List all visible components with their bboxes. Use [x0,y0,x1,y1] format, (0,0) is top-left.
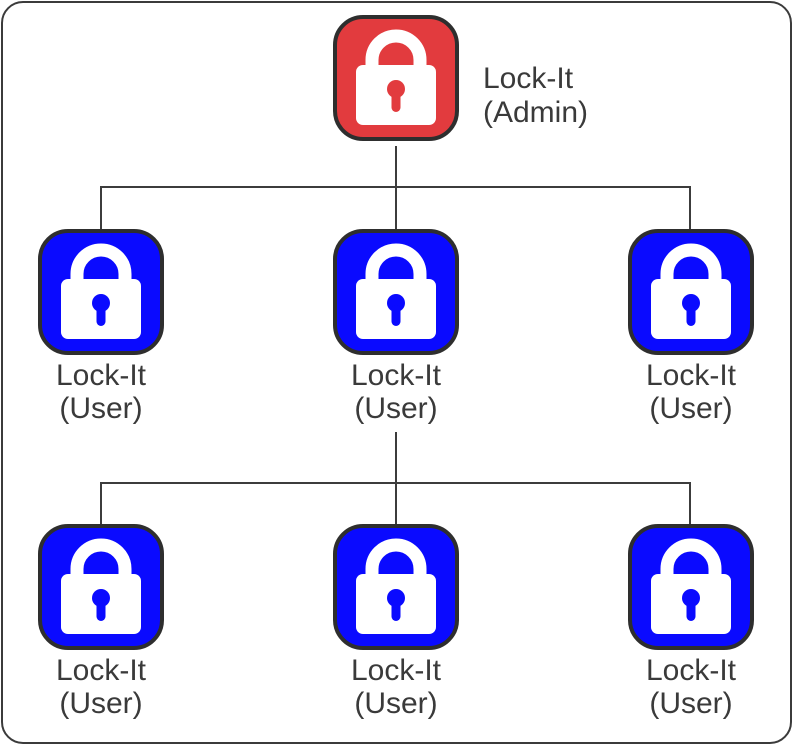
lock-icon [333,524,459,650]
node-role: (User) [649,687,733,720]
node-name: Lock-It [645,654,737,687]
node-role: (User) [354,687,438,720]
connector-row2-drop-left [100,187,102,229]
lock-icon [333,15,459,141]
node-user-6-label: Lock-It (User) [601,654,781,720]
node-role: (User) [59,392,143,425]
node-user-5 [332,523,460,651]
node-user-3-label: Lock-It (User) [601,359,781,425]
node-user-2 [332,228,460,356]
connector-row3-drop-center [395,483,397,524]
node-name: Lock-It [483,62,574,95]
lock-icon [333,229,459,355]
connector-user2-stem [395,432,397,483]
node-role: (User) [59,687,143,720]
lock-icon [38,524,164,650]
node-user-2-label: Lock-It (User) [306,359,486,425]
node-user-4 [37,523,165,651]
node-role: (User) [649,392,733,425]
node-user-1 [37,228,165,356]
lock-icon [38,229,164,355]
node-user-5-label: Lock-It (User) [306,654,486,720]
node-user-6 [627,523,755,651]
node-role: (Admin) [483,96,589,129]
connector-row2-drop-right [689,187,691,229]
connector-row3-drop-right [689,483,691,524]
node-name: Lock-It [350,654,442,687]
node-name: Lock-It [55,359,147,392]
connector-row3-drop-left [100,483,102,524]
node-role: (User) [354,392,438,425]
node-name: Lock-It [55,654,147,687]
connector-admin-stem [395,146,397,187]
node-admin [332,14,460,142]
lock-icon [628,229,754,355]
node-user-1-label: Lock-It (User) [11,359,191,425]
node-admin-label: Lock-It (Admin) [483,62,588,130]
node-user-3 [627,228,755,356]
node-name: Lock-It [350,359,442,392]
connector-row2-drop-center [395,187,397,229]
node-user-4-label: Lock-It (User) [11,654,191,720]
node-name: Lock-It [645,359,737,392]
lock-icon [628,524,754,650]
